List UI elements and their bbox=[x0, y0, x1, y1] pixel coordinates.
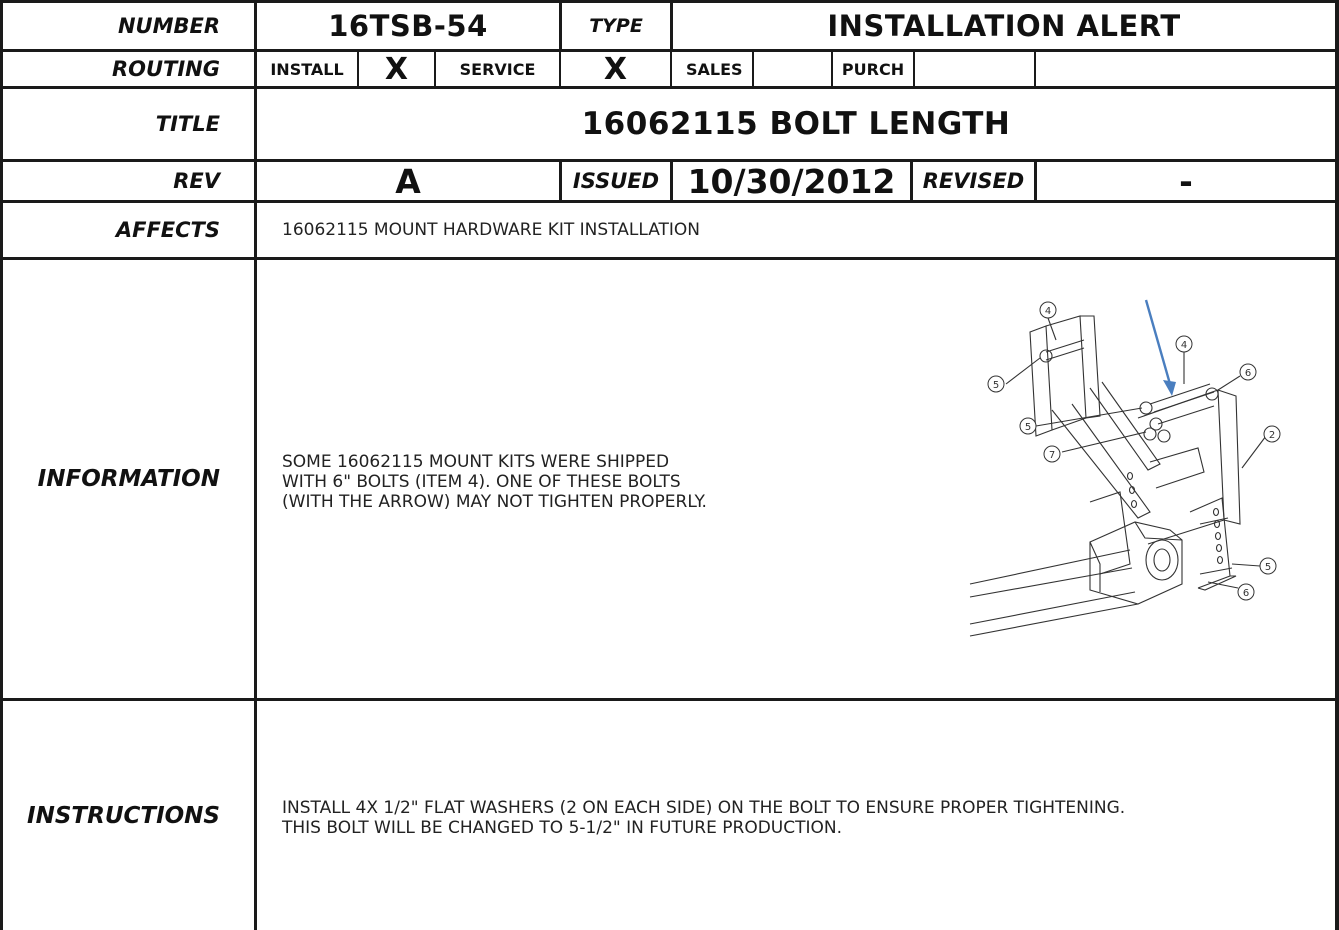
rev-divider-4 bbox=[1034, 159, 1037, 203]
routing-sales-mark bbox=[754, 52, 831, 86]
information-line-3: (WITH THE ARROW) MAY NOT TIGHTEN PROPERL… bbox=[282, 492, 707, 512]
routing-install-label: INSTALL bbox=[270, 59, 344, 79]
affects-label: AFFECTS bbox=[115, 218, 220, 242]
bulletin-type: INSTALLATION ALERT bbox=[827, 9, 1181, 43]
rev-divider-1 bbox=[559, 159, 562, 203]
routing-divider-7 bbox=[913, 49, 915, 89]
number-row-divider-2 bbox=[670, 0, 673, 52]
arrow-indicator bbox=[1144, 299, 1176, 396]
information-line-2: WITH 6" BOLTS (ITEM 4). ONE OF THESE BOL… bbox=[282, 472, 681, 492]
left-border bbox=[0, 0, 3, 930]
routing-divider-6 bbox=[831, 49, 833, 89]
information-label: INFORMATION bbox=[37, 466, 220, 492]
routing-divider-1 bbox=[357, 49, 359, 89]
revised-value: - bbox=[1179, 161, 1193, 201]
number-label: NUMBER bbox=[117, 14, 220, 38]
routing-install-mark: X bbox=[384, 51, 409, 87]
label-column-divider bbox=[254, 0, 257, 930]
callout-7: 7 bbox=[1049, 450, 1055, 461]
routing-divider-8 bbox=[1034, 49, 1036, 89]
issued-date: 10/30/2012 bbox=[687, 161, 896, 201]
routing-sales-label: SALES bbox=[686, 59, 743, 79]
row-line-5 bbox=[0, 257, 1339, 260]
type-label: TYPE bbox=[589, 15, 643, 37]
instructions-line-1: INSTALL 4X 1/2" FLAT WASHERS (2 ON EACH … bbox=[282, 797, 1126, 818]
instructions-line-2: THIS BOLT WILL BE CHANGED TO 5-1/2" IN F… bbox=[282, 817, 843, 838]
revised-label: REVISED bbox=[922, 169, 1025, 193]
row-line-4 bbox=[0, 200, 1339, 203]
routing-service-label: SERVICE bbox=[459, 59, 536, 79]
issued-label: ISSUED bbox=[572, 169, 660, 193]
information-text: SOME 16062115 MOUNT KITS WERE SHIPPED WI… bbox=[257, 260, 937, 698]
rev-divider-2 bbox=[670, 159, 673, 203]
affects-value: 16062115 MOUNT HARDWARE KIT INSTALLATION bbox=[282, 220, 701, 240]
bulletin-number: 16TSB-54 bbox=[328, 9, 488, 43]
top-border bbox=[0, 0, 1339, 3]
information-line-1: SOME 16062115 MOUNT KITS WERE SHIPPED bbox=[282, 452, 670, 472]
callout-4a: 4 bbox=[1045, 306, 1051, 317]
row-line-3 bbox=[0, 159, 1339, 162]
rev-divider-3 bbox=[910, 159, 913, 203]
bulletin-title: 16062115 BOLT LENGTH bbox=[581, 106, 1011, 142]
rev-value: A bbox=[395, 161, 421, 201]
callout-6a: 6 bbox=[1245, 368, 1251, 379]
number-row-divider-1 bbox=[559, 0, 562, 52]
instructions-text: INSTALL 4X 1/2" FLAT WASHERS (2 ON EACH … bbox=[257, 701, 1335, 930]
routing-divider-2 bbox=[434, 49, 436, 89]
routing-divider-4 bbox=[670, 49, 672, 89]
row-line-2 bbox=[0, 86, 1339, 89]
routing-divider-5 bbox=[752, 49, 754, 89]
title-label: TITLE bbox=[155, 112, 220, 136]
callout-2: 2 bbox=[1269, 430, 1275, 441]
routing-purch-label: PURCH bbox=[841, 59, 905, 79]
routing-divider-3 bbox=[559, 49, 561, 89]
routing-purch-mark bbox=[915, 52, 1034, 86]
callout-5a: 5 bbox=[993, 380, 999, 391]
callout-6b: 6 bbox=[1243, 588, 1249, 599]
callout-5b: 5 bbox=[1025, 422, 1031, 433]
routing-label: ROUTING bbox=[111, 57, 220, 81]
mount-kit-drawing: 4 4 5 6 5 2 7 5 6 bbox=[969, 299, 1281, 637]
right-border bbox=[1335, 0, 1339, 930]
callout-4b: 4 bbox=[1181, 340, 1187, 351]
rev-label: REV bbox=[173, 169, 220, 193]
callout-5c: 5 bbox=[1265, 562, 1271, 573]
instructions-label: INSTRUCTIONS bbox=[27, 802, 220, 829]
row-line-1 bbox=[0, 49, 1339, 52]
row-line-6 bbox=[0, 698, 1339, 701]
routing-service-mark: X bbox=[603, 51, 628, 87]
